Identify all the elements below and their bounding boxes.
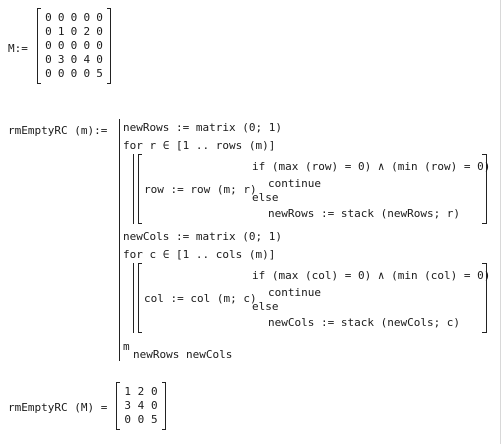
prog-stack-rows[interactable]: newRows := stack (newRows; r) xyxy=(268,207,461,220)
fn-assign: := xyxy=(94,124,108,137)
prog-line-newcols[interactable]: newCols := matrix (0; 1) xyxy=(123,230,282,243)
fn-name: rmEmptyRC xyxy=(8,124,68,137)
prog-continue-cols[interactable]: continue xyxy=(268,286,321,299)
prog-row-assign[interactable]: row := row (m; r) xyxy=(144,183,257,196)
prog-continue-rows[interactable]: continue xyxy=(268,177,321,190)
if1-bracket-left xyxy=(138,154,139,224)
m-label[interactable]: M:= xyxy=(8,42,28,55)
fn-signature[interactable]: rmEmptyRC (m):= xyxy=(8,124,108,137)
prog-else-cols[interactable]: else xyxy=(252,300,279,313)
prog-col-assign[interactable]: col := col (m; c) xyxy=(144,292,257,305)
result-lhs[interactable]: rmEmptyRC (M) = xyxy=(8,401,108,414)
program-bar-main xyxy=(119,119,120,361)
prog-return[interactable]: m xyxy=(123,340,130,353)
prog-stack-cols[interactable]: newCols := stack (newCols; c) xyxy=(268,316,461,329)
return-subscript: newRows newCols xyxy=(133,348,233,361)
program-bar-for2 xyxy=(133,263,134,333)
m-assign: := xyxy=(14,42,28,55)
prog-else-rows[interactable]: else xyxy=(252,191,279,204)
prog-if-rows[interactable]: if (max (row) = 0) ∧ (min (row) = 0) xyxy=(252,160,491,173)
if2-bracket-right xyxy=(486,263,487,333)
m-name: M xyxy=(8,42,15,55)
return-base: m xyxy=(123,340,130,353)
prog-for-rows[interactable]: for r ∈ [1 .. rows (m)] xyxy=(123,139,276,152)
program-bar-for1 xyxy=(133,154,134,224)
prog-if-cols[interactable]: if (max (col) = 0) ∧ (min (col) = 0) xyxy=(252,269,491,282)
if1-bracket-right xyxy=(486,154,487,224)
prog-line-newrows[interactable]: newRows := matrix (0; 1) xyxy=(123,121,282,134)
if2-bracket-left xyxy=(138,263,139,333)
prog-for-cols[interactable]: for c ∈ [1 .. cols (m)] xyxy=(123,248,276,261)
fn-param: m xyxy=(80,124,88,137)
